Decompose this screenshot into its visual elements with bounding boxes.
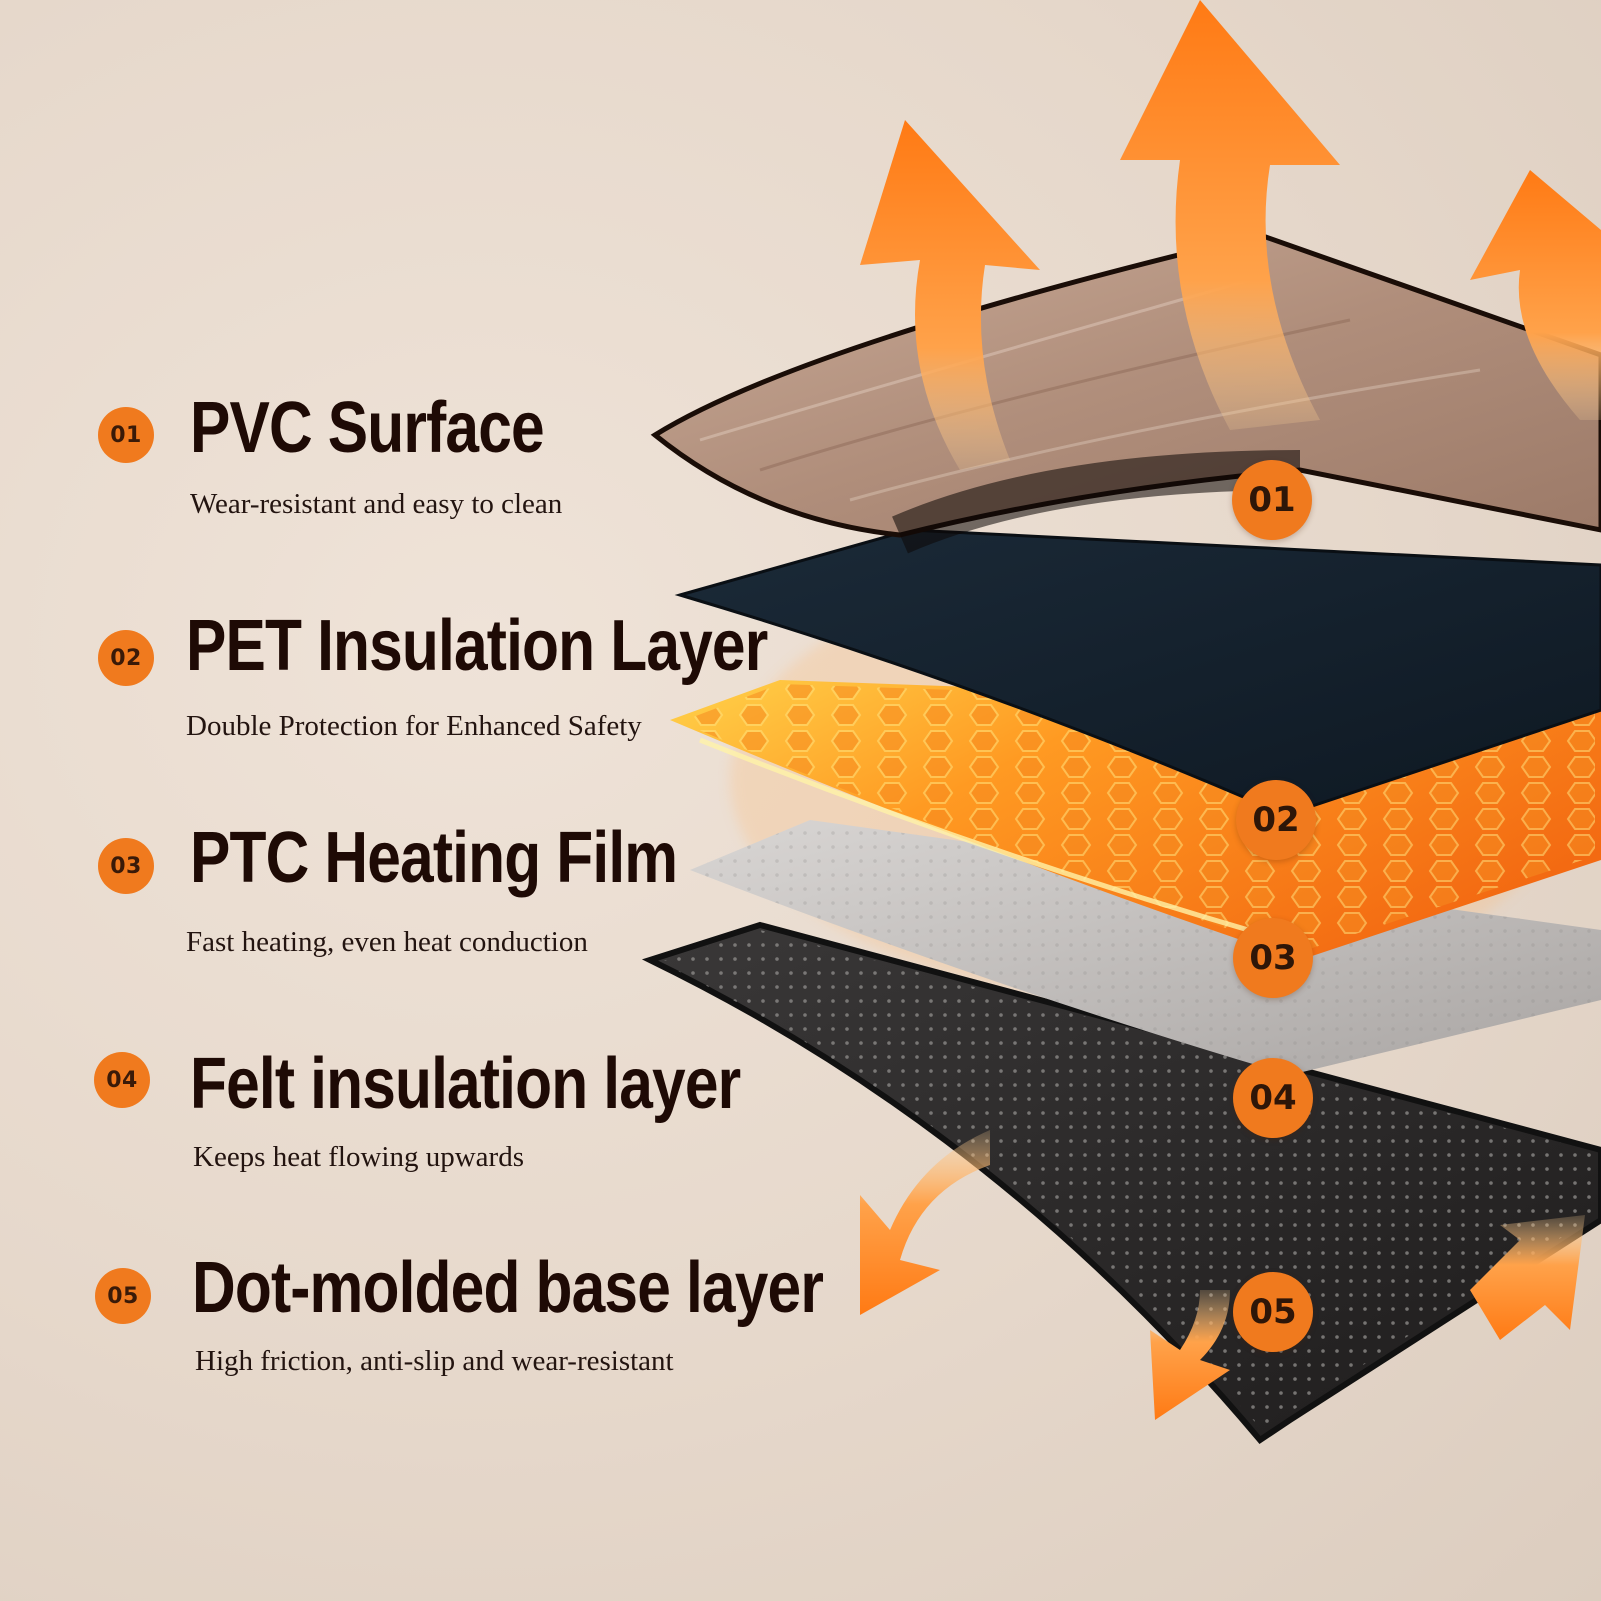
base-layer-05 [641,921,1601,1444]
heat-flow-arrow-icon [860,0,1601,470]
feature-number-badge: 02 [98,630,154,686]
feature-number-badge: 04 [94,1052,150,1108]
feature-number-badge: 03 [98,838,154,894]
feature-title: Felt insulation layer [190,1044,741,1124]
feature-number-badge: 05 [95,1268,151,1324]
layer-badge-03: 03 [1233,918,1313,998]
layer-badge-05: 05 [1233,1272,1313,1352]
feature-subtitle: Wear-resistant and easy to clean [190,488,563,520]
feature-subtitle: High friction, anti-slip and wear-resist… [195,1345,674,1377]
layer-badge-04: 04 [1233,1058,1313,1138]
feature-title: PVC Surface [190,388,545,468]
feature-subtitle: Double Protection for Enhanced Safety [186,710,642,742]
feature-title: Dot-molded base layer [192,1248,824,1328]
feature-subtitle: Keeps heat flowing upwards [193,1141,524,1173]
feature-number-badge: 01 [98,407,154,463]
feature-title: PET Insulation Layer [186,606,768,686]
heat-flow-arrow-icon [860,1130,1585,1420]
layer-badge-01: 01 [1232,460,1312,540]
felt-layer-04 [690,820,1601,1075]
feature-subtitle: Fast heating, even heat conduction [186,926,588,958]
pvc-surface-layer-01 [650,232,1601,554]
feature-title: PTC Heating Film [190,818,678,898]
layer-badge-02: 02 [1236,780,1316,860]
